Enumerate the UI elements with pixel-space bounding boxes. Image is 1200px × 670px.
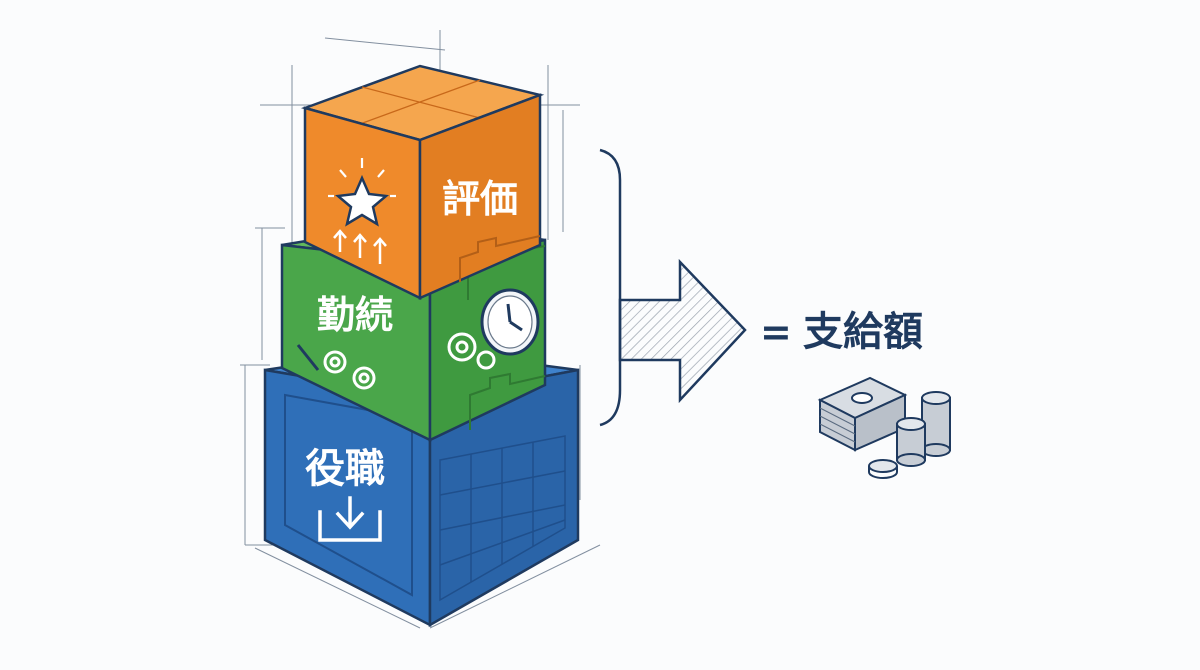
block-kinzoku-label: 勤続 [317,293,393,337]
pencil-icon [296,344,320,371]
star-icon [328,158,396,227]
money-stack-icon [817,376,951,479]
result-arrow [618,258,747,404]
equals-sign: = [760,310,792,354]
download-icon [318,496,382,542]
result-label: 支給額 [803,309,923,355]
gear-icon-left [323,350,376,390]
gear-icon [447,332,496,370]
sum-bracket [599,148,622,427]
block-hyoka: 評価 [300,64,545,300]
block-yakushoku-label: 役職 [305,446,385,492]
block-hyoka-label: 評価 [442,177,518,221]
clock-icon [480,288,540,356]
arrows-up-icon [333,229,387,264]
result: = 支給額 [760,309,923,355]
